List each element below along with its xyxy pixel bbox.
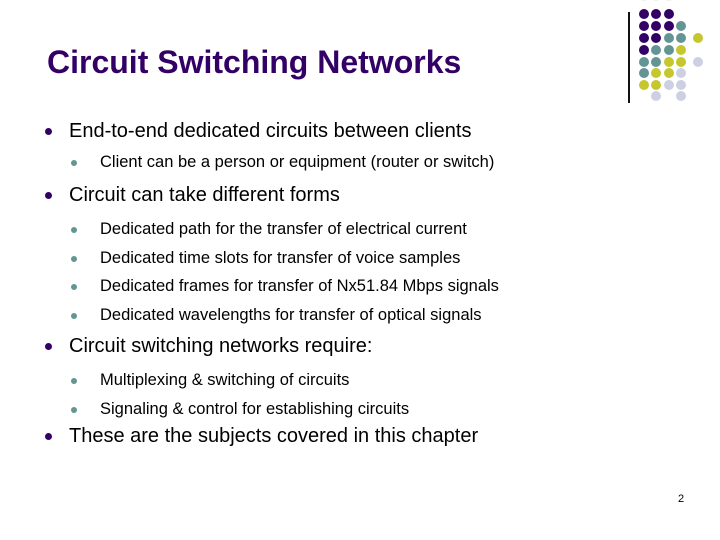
level1-bullet-icon bbox=[45, 342, 52, 350]
level2-bullet-icon bbox=[71, 377, 77, 384]
bullet-line: Dedicated wavelengths for transfer of op… bbox=[71, 306, 482, 325]
yellow-dot bbox=[638, 79, 649, 90]
bullet-line: Dedicated path for the transfer of elect… bbox=[71, 220, 467, 239]
teal-dot bbox=[651, 44, 661, 55]
teal-dot bbox=[676, 33, 686, 43]
page-number: 2 bbox=[678, 493, 685, 505]
level1-bullet-icon bbox=[45, 432, 52, 440]
yellow-dot bbox=[663, 56, 674, 67]
purple-dot bbox=[638, 8, 649, 19]
bullet-line: Circuit can take different forms bbox=[45, 184, 340, 206]
gray-dot bbox=[676, 68, 686, 78]
purple-dot bbox=[638, 44, 649, 55]
yellow-dot bbox=[676, 44, 686, 55]
level2-bullet-icon bbox=[71, 255, 77, 262]
level2-bullet-icon bbox=[71, 159, 77, 166]
teal-dot bbox=[638, 68, 649, 78]
bullet-line: Signaling & control for establishing cir… bbox=[71, 400, 409, 419]
bullet-line: Multiplexing & switching of circuits bbox=[71, 371, 349, 390]
teal-dot bbox=[638, 56, 649, 67]
teal-dot bbox=[663, 44, 674, 55]
yellow-dot bbox=[651, 79, 661, 90]
faint-dot bbox=[651, 0, 661, 1]
gray-dot bbox=[676, 79, 686, 90]
bullet-line: End-to-end dedicated circuits between cl… bbox=[45, 120, 471, 142]
bullet-line: Circuit switching networks require: bbox=[45, 335, 372, 357]
purple-dot bbox=[663, 8, 674, 19]
bullet-text: Client can be a person or equipment (rou… bbox=[100, 153, 495, 171]
purple-dot bbox=[663, 21, 674, 31]
bullet-text: Circuit switching networks require: bbox=[69, 335, 373, 357]
teal-dot bbox=[663, 33, 674, 43]
bullet-line: Dedicated frames for transfer of Nx51.84… bbox=[71, 277, 499, 296]
bullet-text: Multiplexing & switching of circuits bbox=[100, 371, 350, 389]
bullet-text: Dedicated time slots for transfer of voi… bbox=[100, 249, 461, 267]
gray-dot bbox=[651, 91, 661, 101]
faint-dot bbox=[663, 0, 674, 1]
slide-title: Circuit Switching Networks bbox=[47, 44, 462, 80]
divider-line bbox=[628, 12, 630, 103]
bullet-line: Dedicated time slots for transfer of voi… bbox=[71, 249, 460, 268]
gray-dot bbox=[693, 56, 703, 67]
yellow-dot bbox=[676, 56, 686, 67]
teal-dot bbox=[651, 56, 661, 67]
level2-bullet-icon bbox=[71, 312, 77, 319]
purple-dot bbox=[638, 21, 649, 31]
yellow-dot bbox=[693, 33, 703, 43]
bullet-text: Circuit can take different forms bbox=[69, 184, 340, 206]
purple-dot bbox=[651, 33, 661, 43]
bullet-text: Dedicated wavelengths for transfer of op… bbox=[100, 306, 482, 324]
yellow-dot bbox=[651, 68, 661, 78]
bullet-text: These are the subjects covered in this c… bbox=[69, 425, 479, 447]
bullet-text: Dedicated frames for transfer of Nx51.84… bbox=[100, 277, 499, 295]
purple-dot bbox=[651, 8, 661, 19]
level1-bullet-icon bbox=[45, 127, 52, 135]
bullet-text: Dedicated path for the transfer of elect… bbox=[100, 220, 467, 238]
bullet-line: Client can be a person or equipment (rou… bbox=[71, 153, 494, 172]
level1-bullet-icon bbox=[45, 191, 52, 199]
yellow-dot bbox=[663, 68, 674, 78]
purple-dot bbox=[651, 21, 661, 31]
gray-dot bbox=[676, 91, 686, 101]
bullet-text: End-to-end dedicated circuits between cl… bbox=[69, 120, 472, 142]
faint-dot bbox=[638, 0, 649, 1]
gray-dot bbox=[663, 79, 674, 90]
bullet-line: These are the subjects covered in this c… bbox=[45, 425, 478, 447]
level2-bullet-icon bbox=[71, 406, 77, 413]
level2-bullet-icon bbox=[71, 226, 77, 233]
bullet-text: Signaling & control for establishing cir… bbox=[100, 400, 410, 418]
purple-dot bbox=[638, 33, 649, 43]
teal-dot bbox=[676, 21, 686, 31]
level2-bullet-icon bbox=[71, 283, 77, 290]
